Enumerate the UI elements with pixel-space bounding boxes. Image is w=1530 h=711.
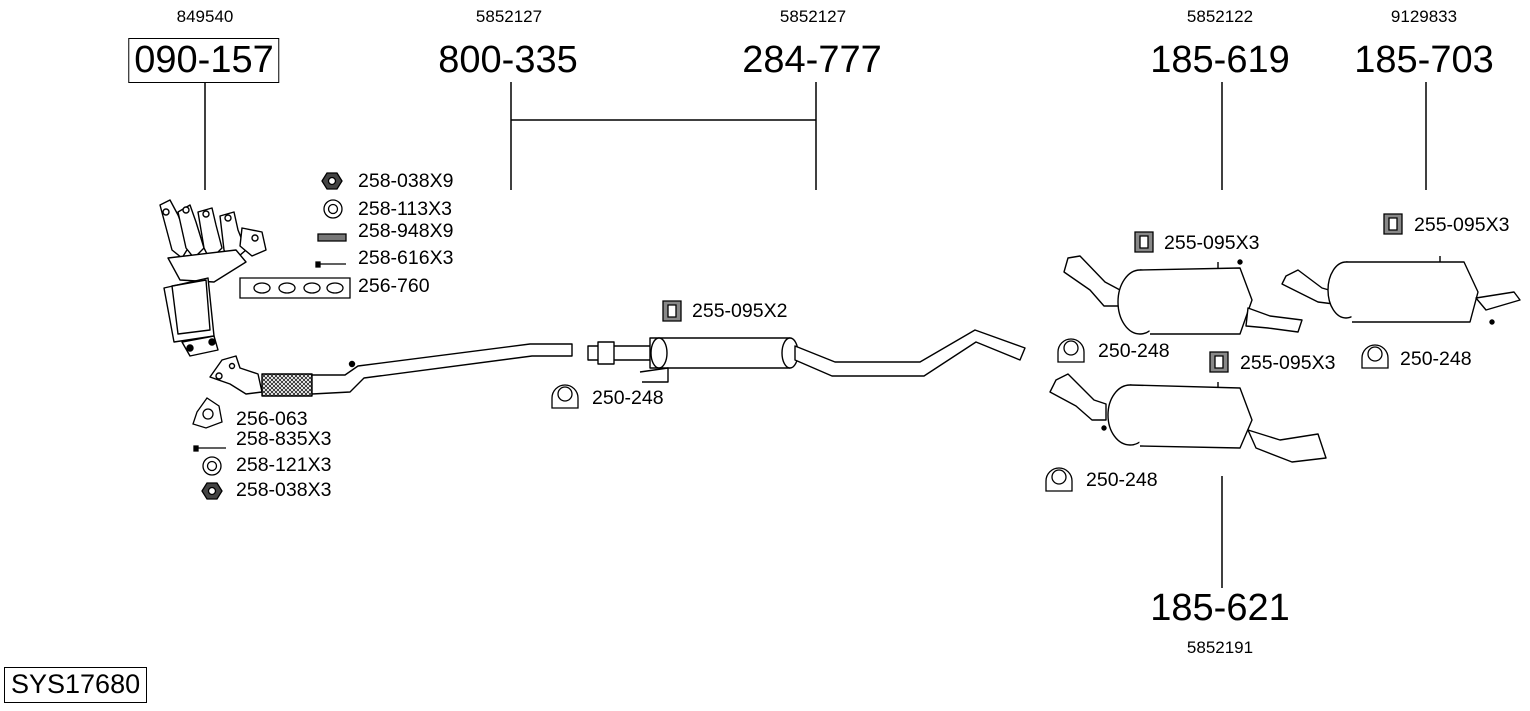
manifold-gasket-icon xyxy=(240,278,350,298)
oem-number: 849540 xyxy=(176,7,234,26)
rubber-hanger-icon xyxy=(663,301,681,321)
leader-lines xyxy=(205,82,1426,588)
hardware-label: 258-835X3 xyxy=(236,428,332,450)
oem-number: 5852191 xyxy=(1186,638,1254,657)
rear-muffler-right xyxy=(1282,256,1520,324)
rubber-hanger-icon xyxy=(1210,352,1228,372)
part-number-284-777[interactable]: 284-777 xyxy=(742,39,882,81)
oem-number: 5852127 xyxy=(475,7,543,26)
rubber-hanger-icon xyxy=(1384,214,1402,234)
hardware-label: 258-121X3 xyxy=(236,454,332,476)
hardware-label: 250-248 xyxy=(1086,469,1158,491)
hardware-label: 255-095X2 xyxy=(692,300,788,322)
oem-number: 5852127 xyxy=(779,7,847,26)
part-number-185-619[interactable]: 185-619 xyxy=(1150,39,1290,81)
hardware-label: 258-616X3 xyxy=(358,247,454,269)
clamp-icon xyxy=(552,385,578,408)
hardware-icons xyxy=(193,173,1402,499)
hardware-label: 258-113X3 xyxy=(358,198,452,220)
hardware-label: 258-948X9 xyxy=(358,220,454,242)
hardware-label: 258-038X3 xyxy=(236,479,332,501)
hardware-label: 250-248 xyxy=(1400,348,1472,370)
clamp-icon xyxy=(1058,339,1084,362)
front-pipe xyxy=(210,344,572,396)
clamp-icon xyxy=(1362,345,1388,368)
flange-gasket-icon xyxy=(193,398,222,428)
hardware-label: 255-095X3 xyxy=(1240,352,1336,374)
hardware-label: 255-095X3 xyxy=(1164,232,1260,254)
oem-number: 5852122 xyxy=(1186,7,1254,26)
bolt-icon xyxy=(316,262,346,267)
hardware-label: 256-760 xyxy=(358,275,430,297)
washer-ring-icon xyxy=(203,457,221,475)
hardware-label: 255-095X3 xyxy=(1414,214,1510,236)
part-number-800-335[interactable]: 800-335 xyxy=(438,39,578,81)
clamp-icon xyxy=(1046,468,1072,491)
hardware-label: 250-248 xyxy=(592,387,664,409)
stud-bolt-icon xyxy=(318,234,346,241)
oem-number: 9129833 xyxy=(1390,7,1458,26)
bolt-icon xyxy=(194,446,226,451)
washer-ring-icon xyxy=(324,200,342,218)
hex-nut-icon xyxy=(322,173,342,189)
rubber-hanger-icon xyxy=(1135,232,1153,252)
hex-nut-icon xyxy=(202,483,222,499)
part-number-185-621[interactable]: 185-621 xyxy=(1150,587,1290,629)
hardware-label: 258-038X9 xyxy=(358,170,454,192)
rear-muffler-left-upper xyxy=(1064,256,1302,334)
system-code: SYS17680 xyxy=(4,667,148,703)
part-number-185-703[interactable]: 185-703 xyxy=(1354,39,1494,81)
hardware-label: 256-063 xyxy=(236,408,308,430)
exhaust-manifold-catalyst xyxy=(160,200,266,356)
hardware-label: 250-248 xyxy=(1098,340,1170,362)
part-number-090-157[interactable]: 090-157 xyxy=(128,38,280,83)
rear-muffler-left-lower xyxy=(1050,374,1326,462)
center-muffler-pipe xyxy=(588,330,1025,382)
